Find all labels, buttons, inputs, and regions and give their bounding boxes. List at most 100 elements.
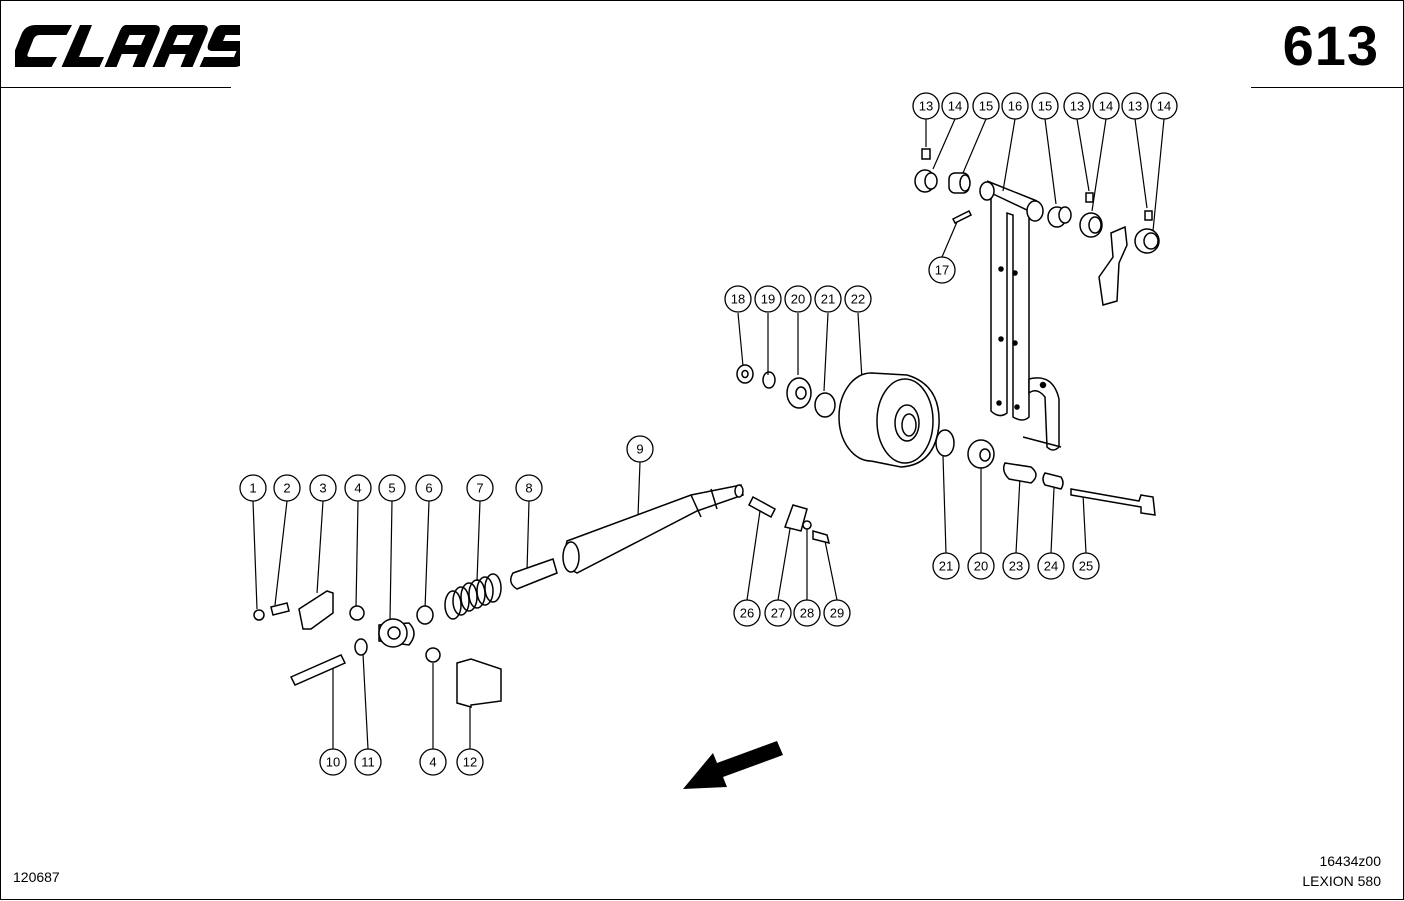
callout: 18 — [724, 285, 752, 313]
svg-text:17: 17 — [935, 263, 949, 278]
callout: 12 — [456, 748, 484, 776]
lever-arm-16 — [979, 180, 1062, 451]
svg-text:3: 3 — [319, 481, 326, 496]
tensioner-rod-9 — [562, 484, 744, 574]
callout: 6 — [415, 474, 443, 502]
callout: 15 — [972, 92, 1000, 120]
bolt-25 — [1070, 488, 1156, 516]
svg-text:4: 4 — [354, 481, 361, 496]
callout: 20 — [784, 285, 812, 313]
callout: 13 — [1121, 92, 1149, 120]
nut-4-top — [349, 605, 365, 621]
svg-text:9: 9 — [636, 442, 643, 457]
svg-text:5: 5 — [388, 481, 395, 496]
callout: 20 — [967, 552, 995, 580]
eye-5 — [378, 618, 415, 648]
bracket-3 — [298, 590, 334, 630]
callout: 23 — [1002, 552, 1030, 580]
callout: 4 — [344, 474, 372, 502]
svg-text:21: 21 — [939, 559, 953, 574]
callout: 1 — [239, 474, 267, 502]
callout: 5 — [378, 474, 406, 502]
svg-text:1: 1 — [249, 481, 256, 496]
callout: 17 — [928, 256, 956, 284]
callout: 13 — [912, 92, 940, 120]
svg-text:24: 24 — [1044, 559, 1058, 574]
model-name: LEXION 580 — [1302, 873, 1381, 889]
svg-text:25: 25 — [1079, 559, 1093, 574]
washer-1 — [253, 609, 265, 621]
svg-text:11: 11 — [361, 755, 375, 770]
header-rule-left — [1, 87, 231, 88]
callout: 14 — [1092, 92, 1120, 120]
callout: 26 — [733, 599, 761, 627]
svg-text:20: 20 — [974, 559, 988, 574]
callout: 13 — [1063, 92, 1091, 120]
washer-28 — [802, 520, 812, 530]
bush-6 — [416, 605, 434, 625]
callout: 4 — [419, 748, 447, 776]
callout: 22 — [844, 285, 872, 313]
callout: 19 — [754, 285, 782, 313]
svg-text:19: 19 — [761, 292, 775, 307]
spacer-24 — [1042, 472, 1064, 490]
bolt-2 — [270, 602, 290, 616]
parts — [253, 148, 1160, 708]
svg-text:27: 27 — [771, 606, 785, 621]
svg-text:14: 14 — [1157, 99, 1171, 114]
svg-text:14: 14 — [948, 99, 962, 114]
callout: 11 — [354, 748, 382, 776]
svg-text:10: 10 — [326, 755, 340, 770]
svg-text:15: 15 — [979, 99, 993, 114]
sleeve-8 — [510, 558, 558, 590]
svg-text:26: 26 — [740, 606, 754, 621]
leader-lines — [252, 118, 1165, 750]
svg-text:2: 2 — [283, 481, 290, 496]
callouts: 13 14 15 16 15 13 14 13 14 17 18 19 20 2… — [239, 92, 1178, 776]
callout: 14 — [941, 92, 969, 120]
svg-text:20: 20 — [791, 292, 805, 307]
sleeve-23 — [1002, 462, 1037, 484]
svg-text:8: 8 — [525, 481, 532, 496]
bracket-12 — [456, 658, 502, 708]
svg-text:18: 18 — [731, 292, 745, 307]
bushings-top — [914, 148, 1160, 254]
callout: 9 — [626, 435, 654, 463]
bolt-10 — [289, 654, 347, 686]
svg-text:6: 6 — [425, 481, 432, 496]
svg-text:13: 13 — [1128, 99, 1142, 114]
plate-27 — [784, 504, 808, 532]
screw-29 — [812, 530, 831, 545]
svg-text:28: 28 — [800, 606, 814, 621]
page-number: 613 — [1282, 14, 1379, 77]
washer-11 — [354, 638, 368, 656]
footer-info: 16434z00 LEXION 580 — [1302, 851, 1381, 891]
callout: 25 — [1072, 552, 1100, 580]
svg-text:21: 21 — [821, 292, 835, 307]
callout: 21 — [932, 552, 960, 580]
pulley-22 — [838, 372, 940, 468]
callout: 8 — [515, 474, 543, 502]
svg-text:13: 13 — [1070, 99, 1084, 114]
svg-text:22: 22 — [851, 292, 865, 307]
callout: 2 — [273, 474, 301, 502]
callout: 16 — [1001, 92, 1029, 120]
small-bracket — [1098, 225, 1128, 306]
callout: 29 — [823, 599, 851, 627]
direction-arrow-icon — [683, 741, 783, 789]
svg-text:23: 23 — [1009, 559, 1023, 574]
callout: 24 — [1037, 552, 1065, 580]
pin-26 — [748, 495, 776, 519]
svg-text:7: 7 — [476, 481, 483, 496]
spring-7 — [444, 573, 502, 620]
callout: 3 — [309, 474, 337, 502]
callout: 14 — [1150, 92, 1178, 120]
svg-text:15: 15 — [1038, 99, 1052, 114]
nut-4-bottom — [425, 647, 441, 663]
svg-text:4: 4 — [429, 755, 436, 770]
bearings-upper — [736, 364, 995, 469]
svg-text:14: 14 — [1099, 99, 1113, 114]
header-rule-right — [1251, 87, 1403, 88]
